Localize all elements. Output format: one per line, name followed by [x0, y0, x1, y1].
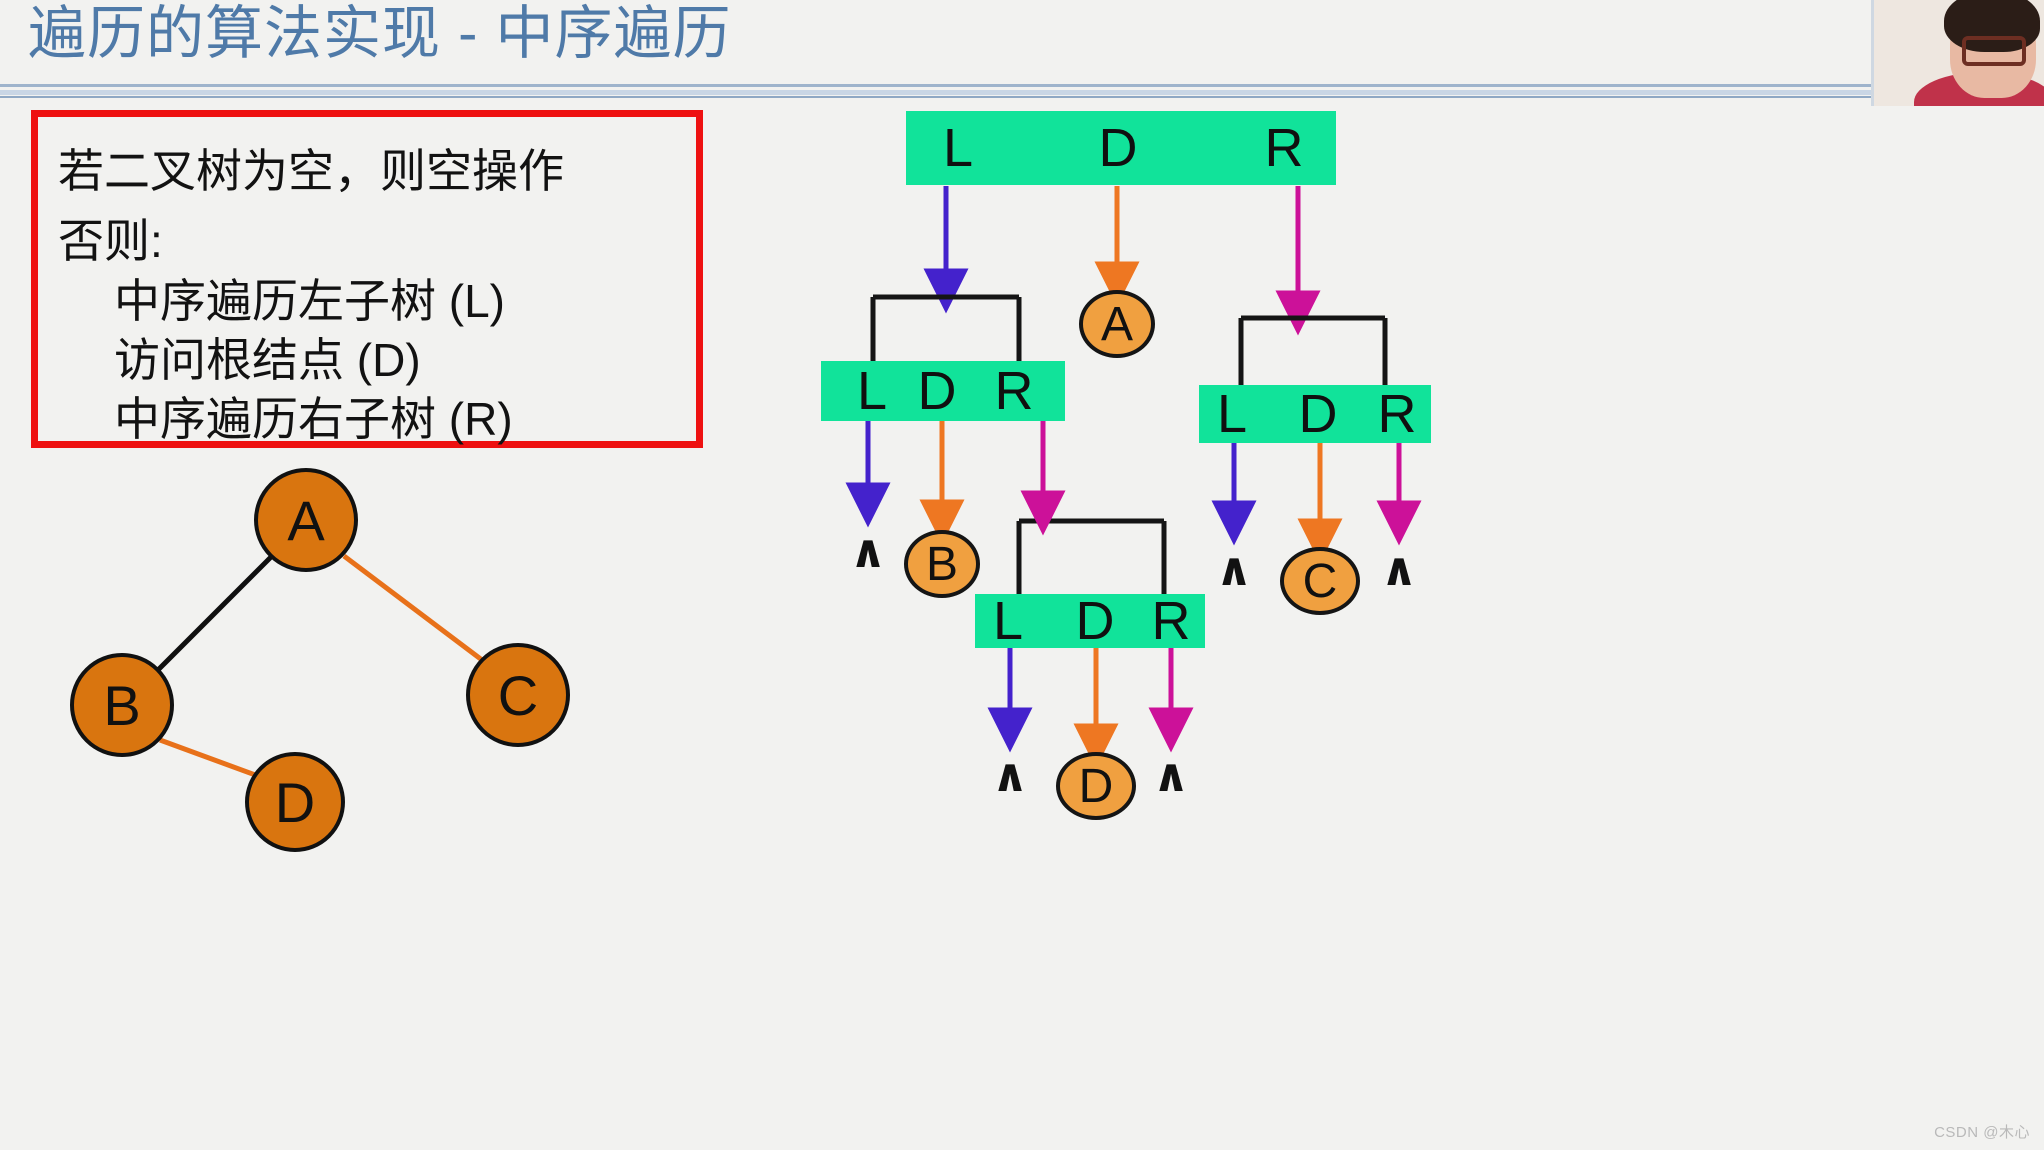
ldr-box-root-label-l: L — [942, 118, 974, 178]
tree-node-c-label: C — [497, 663, 539, 727]
definition-line-4: 访问根结点 (D) — [114, 334, 421, 386]
ldr-box-right[interactable]: L D R — [1199, 384, 1431, 444]
title-divider — [0, 84, 1920, 98]
ldr-box-left-label-r: R — [994, 361, 1034, 421]
bracket-bd-subtree — [1016, 518, 1167, 595]
ldr-box-right-label-l: L — [1216, 384, 1248, 444]
definition-line-2: 否则: — [58, 215, 163, 267]
null-marker-5: ∧ — [1152, 748, 1190, 802]
divider-line-2 — [0, 90, 1920, 95]
visit-node-a-label: A — [1100, 297, 1133, 351]
null-marker-1: ∧ — [849, 524, 887, 578]
edge-a-c — [342, 554, 484, 662]
edge-a-b — [156, 554, 274, 672]
tree-node-c[interactable]: C — [466, 643, 570, 747]
tree-node-b[interactable]: B — [70, 653, 174, 757]
tree-node-a[interactable]: A — [254, 468, 358, 572]
divider-line-1 — [0, 84, 1920, 87]
visit-node-a[interactable]: A — [1079, 290, 1155, 358]
page-title: 遍历的算法实现 - 中序遍历 — [28, 1, 732, 66]
binary-tree-diagram: A B C D — [0, 0, 700, 1150]
visit-node-b-label: B — [925, 537, 958, 591]
null-marker-4: ∧ — [991, 748, 1029, 802]
definition-line-1: 若二叉树为空，则空操作 — [58, 145, 564, 197]
divider-line-3 — [0, 96, 1920, 98]
ldr-box-right-label-d: D — [1298, 384, 1338, 444]
ldr-box-root-label-r: R — [1264, 118, 1304, 178]
visit-node-c-label: C — [1302, 554, 1338, 608]
bracket-right-subtree — [1238, 315, 1388, 386]
webcam-person-glasses — [1962, 36, 2026, 66]
webcam-overlay[interactable] — [1871, 0, 2044, 106]
ldr-box-bd-label-l: L — [992, 591, 1024, 651]
edge-b-d — [159, 737, 259, 779]
ldr-box-left-label-d: D — [917, 361, 957, 421]
ldr-box-left[interactable]: L D R — [821, 361, 1065, 421]
binary-tree-edges — [156, 554, 484, 779]
tree-node-d-label: D — [274, 770, 316, 834]
tree-node-b-label: B — [103, 673, 141, 737]
null-marker-3: ∧ — [1380, 542, 1418, 596]
bracket-left-subtree — [870, 294, 1022, 362]
ldr-box-bd-label-r: R — [1151, 591, 1191, 651]
ldr-box-bd[interactable]: L D R — [975, 591, 1205, 651]
ldr-box-root[interactable]: L D R — [906, 111, 1336, 185]
definition-box: 若二叉树为空，则空操作 否则: 中序遍历左子树 (L) 访问根结点 (D) 中序… — [31, 110, 703, 448]
null-marker-2: ∧ — [1215, 542, 1253, 596]
definition-line-3: 中序遍历左子树 (L) — [114, 275, 505, 327]
ldr-box-bd-label-d: D — [1075, 591, 1115, 651]
visit-node-b[interactable]: B — [904, 530, 980, 598]
ldr-box-right-label-r: R — [1377, 384, 1417, 444]
visit-node-c[interactable]: C — [1280, 547, 1360, 615]
ldr-box-left-label-l: L — [856, 361, 888, 421]
watermark: CSDN @木心 — [1934, 1124, 2030, 1141]
definition-line-5: 中序遍历右子树 (R) — [114, 393, 513, 445]
ldr-box-root-label-d: D — [1098, 118, 1138, 178]
tree-node-a-label: A — [287, 488, 325, 552]
tree-node-d[interactable]: D — [245, 752, 345, 852]
visit-node-d-label: D — [1078, 759, 1114, 813]
visit-node-d[interactable]: D — [1056, 752, 1136, 820]
